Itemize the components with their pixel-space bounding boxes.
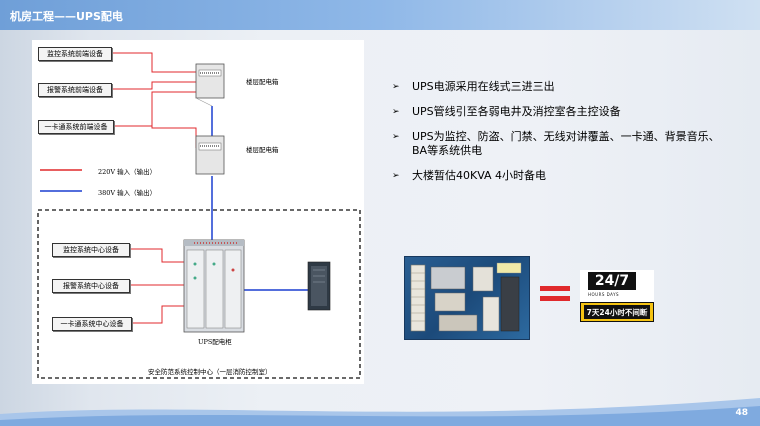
slide-title: 机房工程——UPS配电 bbox=[10, 10, 123, 23]
bottom-wave bbox=[0, 398, 760, 426]
arrow-bullet-icon: ➢ bbox=[392, 171, 400, 181]
legend-380v-label: 380V 输入（输出） bbox=[98, 189, 157, 197]
ups-cabinet-label: UPS配电柜 bbox=[198, 338, 232, 346]
bullet-list: ➢UPS电源采用在线式三进三出 ➢UPS管线引至各弱电井及消控室各主控设备 ➢U… bbox=[392, 80, 732, 194]
ups-wiring-diagram: 监控系统前端设备 报警系统前端设备 一卡通系统前端设备 楼层配电箱 楼层配电箱 … bbox=[32, 40, 364, 384]
ups-distribution-cabinet bbox=[183, 239, 245, 333]
alarm-center-device: 报警系统中心设备 bbox=[52, 279, 130, 293]
badge-24-7: 24/7 HOURS DAYS 7天24小时不间断 bbox=[580, 270, 654, 322]
equals-sign bbox=[540, 286, 570, 302]
alarm-frontend-device: 报警系统前端设备 bbox=[38, 83, 112, 97]
ups-modules-photo bbox=[404, 256, 530, 340]
arrow-bullet-icon: ➢ bbox=[392, 82, 400, 92]
header-bar: 机房工程——UPS配电 bbox=[0, 0, 760, 30]
floor-box-label-2: 楼层配电箱 bbox=[246, 146, 279, 154]
ups-unit bbox=[307, 261, 331, 311]
arrow-bullet-icon: ➢ bbox=[392, 107, 400, 117]
arrow-bullet-icon: ➢ bbox=[392, 132, 400, 142]
page-number: 48 bbox=[735, 408, 748, 418]
bullet-item: ➢UPS电源采用在线式三进三出 bbox=[392, 80, 555, 93]
diagram-lines bbox=[37, 52, 361, 379]
bullet-item: ➢UPS管线引至各弱电井及消控室各主控设备 bbox=[392, 105, 621, 118]
monitoring-center-device: 监控系统中心设备 bbox=[52, 243, 130, 257]
bullet-item: ➢UPS为监控、防盗、门禁、无线对讲覆盖、一卡通、背景音乐、BA等系统供电 bbox=[392, 130, 720, 157]
legend-220v-label: 220V 输入（输出） bbox=[98, 168, 157, 176]
floor-distribution-box-1 bbox=[195, 63, 225, 107]
floor-distribution-box-2 bbox=[195, 135, 225, 175]
card-frontend-device: 一卡通系统前端设备 bbox=[38, 120, 114, 134]
badge-24-7-text: 24/7 bbox=[588, 272, 636, 290]
card-center-device: 一卡通系统中心设备 bbox=[52, 317, 132, 331]
monitoring-frontend-device: 监控系统前端设备 bbox=[38, 47, 112, 61]
badge-sub-text: HOURS DAYS bbox=[588, 292, 620, 297]
floor-box-label-1: 楼层配电箱 bbox=[246, 78, 279, 86]
control-center-label: 安全防范系统控制中心（一层消防控制室） bbox=[148, 368, 272, 376]
bullet-item: ➢大楼暂估40KVA 4小时备电 bbox=[392, 169, 547, 182]
badge-bar: 7天24小时不间断 bbox=[580, 302, 654, 322]
badge-bar-text: 7天24小时不间断 bbox=[584, 305, 650, 319]
